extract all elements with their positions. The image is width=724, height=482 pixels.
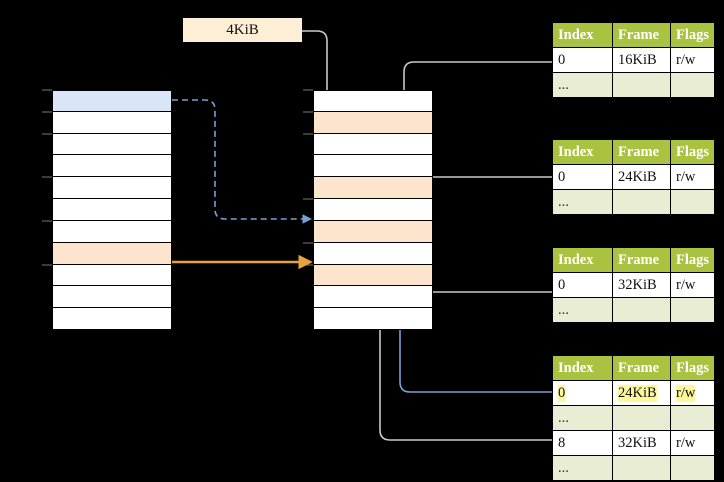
column-header-index: Index [552,22,613,48]
page-table-ellipsis-row: ... [552,455,716,481]
column-header-index: Index [552,247,613,273]
cell-index: ... [552,189,613,215]
cell-flags: r/w [669,272,716,298]
cell-flags: r/w [669,430,716,456]
virtual-page-dashed-connector [172,99,312,224]
column-header-flags: Flags [669,247,716,273]
virtual-page-row [52,286,172,309]
column-header-frame: Frame [612,139,671,165]
physical-frame-row [313,286,433,309]
virtual-page-row [52,308,172,330]
cell-frame: 24KiB [612,164,671,190]
physical-frame-row [313,155,433,178]
physical-frame-row [313,264,433,287]
cell-index: 0 [552,164,613,190]
cell-index: 0 [552,380,613,406]
cell-flags [669,455,716,481]
physical-frame-row [313,111,433,134]
virtual-page-row [52,90,172,112]
highlighted-value: r/w [676,384,696,402]
highlighted-value: 0 [558,384,566,402]
column-header-flags: Flags [669,139,716,165]
column-header-flags: Flags [669,22,716,48]
column-header-flags: Flags [669,355,716,381]
cell-frame: 32KiB [612,430,671,456]
physical-frame-row [313,90,433,112]
label-to-physical-connector [302,30,332,110]
virtual-page-row [52,220,172,243]
physical-memory-column [313,90,433,330]
cell-index: 0 [552,47,613,73]
page-table-ellipsis-row: ... [552,297,716,323]
cell-flags [669,189,716,215]
virtual-page-row [52,133,172,156]
cell-flags: r/w [669,164,716,190]
highlighted-value: 24KiB [618,384,657,402]
cell-flags: r/w [669,380,716,406]
physical-frame-row [313,199,433,221]
left-column-ticks [42,89,52,266]
cell-frame [612,297,671,323]
pt2-to-physical-connector [415,176,552,242]
cell-frame: 32KiB [612,272,671,298]
cell-index: 8 [552,430,613,456]
cell-frame: 24KiB [612,380,671,406]
virtual-page-row [52,199,172,221]
cell-flags [669,72,716,98]
cell-flags [669,405,716,431]
column-header-index: Index [552,139,613,165]
cell-flags: r/w [669,47,716,73]
cell-frame [612,455,671,481]
pt4-row0-to-physical-connector [395,223,552,393]
cell-index: ... [552,297,613,323]
page-table-ellipsis-row: ... [552,189,716,215]
cell-index: ... [552,455,613,481]
cell-frame [612,72,671,98]
physical-frame-row [313,242,433,265]
cell-frame: 16KiB [612,47,671,73]
pt1-to-physical-connector [399,61,552,198]
column-header-frame: Frame [612,355,671,381]
column-header-index: Index [552,355,613,381]
cell-index: ... [552,72,613,98]
physical-frame-row [313,308,433,330]
virtual-page-row [52,242,172,265]
virtual-page-row [52,111,172,134]
column-header-frame: Frame [612,22,671,48]
virtual-page-row [52,155,172,178]
physical-frame-row [313,177,433,200]
page-table-row: 0 24KiB r/w [552,380,716,406]
pt3-to-physical-connector [415,270,552,293]
cell-index: 0 [552,272,613,298]
cell-frame [612,189,671,215]
middle-column-ticks [303,89,313,266]
cell-frame [612,405,671,431]
cell-index: ... [552,405,613,431]
physical-frame-row [313,133,433,156]
column-header-frame: Frame [612,247,671,273]
virtual-page-row [52,264,172,287]
pt4-row8-to-physical-connector [375,270,552,441]
cell-flags [669,297,716,323]
physical-frame-row [313,220,433,243]
page-table-ellipsis-row: ... [552,405,716,431]
page-size-label: 4KiB [183,18,302,42]
page-table-ellipsis-row: ... [552,72,716,98]
virtual-page-row [52,177,172,200]
virtual-address-space-column [52,90,172,330]
